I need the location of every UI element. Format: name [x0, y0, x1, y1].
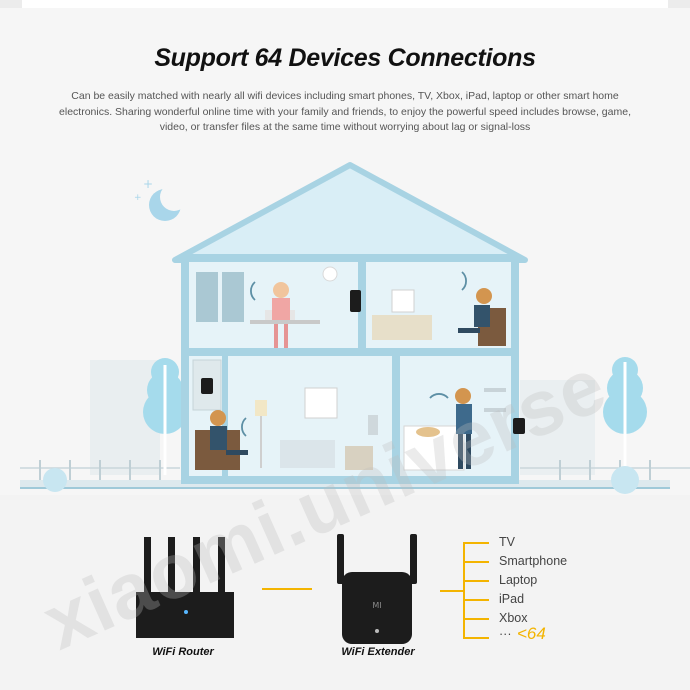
- connector-line: [262, 588, 312, 590]
- star-icon: +: [143, 177, 153, 191]
- more-marker: ···: [499, 627, 512, 641]
- router-icon: [136, 537, 234, 638]
- wifi-icon: [429, 393, 449, 399]
- page-title: Support 64 Devices Connections: [154, 44, 536, 72]
- moon-icon: [149, 183, 188, 221]
- wifi-icon: [250, 281, 256, 301]
- list-item: iPad: [499, 592, 525, 606]
- device-list: TV Smartphone Laptop iPad Xbox: [499, 533, 567, 628]
- list-item: Smartphone: [499, 554, 568, 568]
- tree-trunk: [463, 542, 465, 638]
- top-card: [22, 0, 668, 8]
- router-label: WiFi Router: [152, 646, 214, 658]
- list-item: Laptop: [499, 573, 538, 587]
- extender-icon: MI: [337, 534, 417, 644]
- star-icon: +: [134, 193, 142, 203]
- list-item: Xbox: [499, 611, 528, 625]
- tree-icon: [603, 357, 647, 475]
- tree-icon: [143, 358, 187, 475]
- list-item: TV: [499, 535, 515, 549]
- page-description: Can be easily matched with nearly all wi…: [59, 90, 631, 133]
- extender-logo: MI: [372, 601, 381, 610]
- wifi-icon: [461, 271, 467, 291]
- wifi-icon: [241, 417, 247, 437]
- extender-label: WiFi Extender: [341, 646, 415, 658]
- device-limit: <64: [517, 624, 546, 643]
- house-illustration: + +: [20, 162, 690, 494]
- tree-stem: [440, 590, 464, 592]
